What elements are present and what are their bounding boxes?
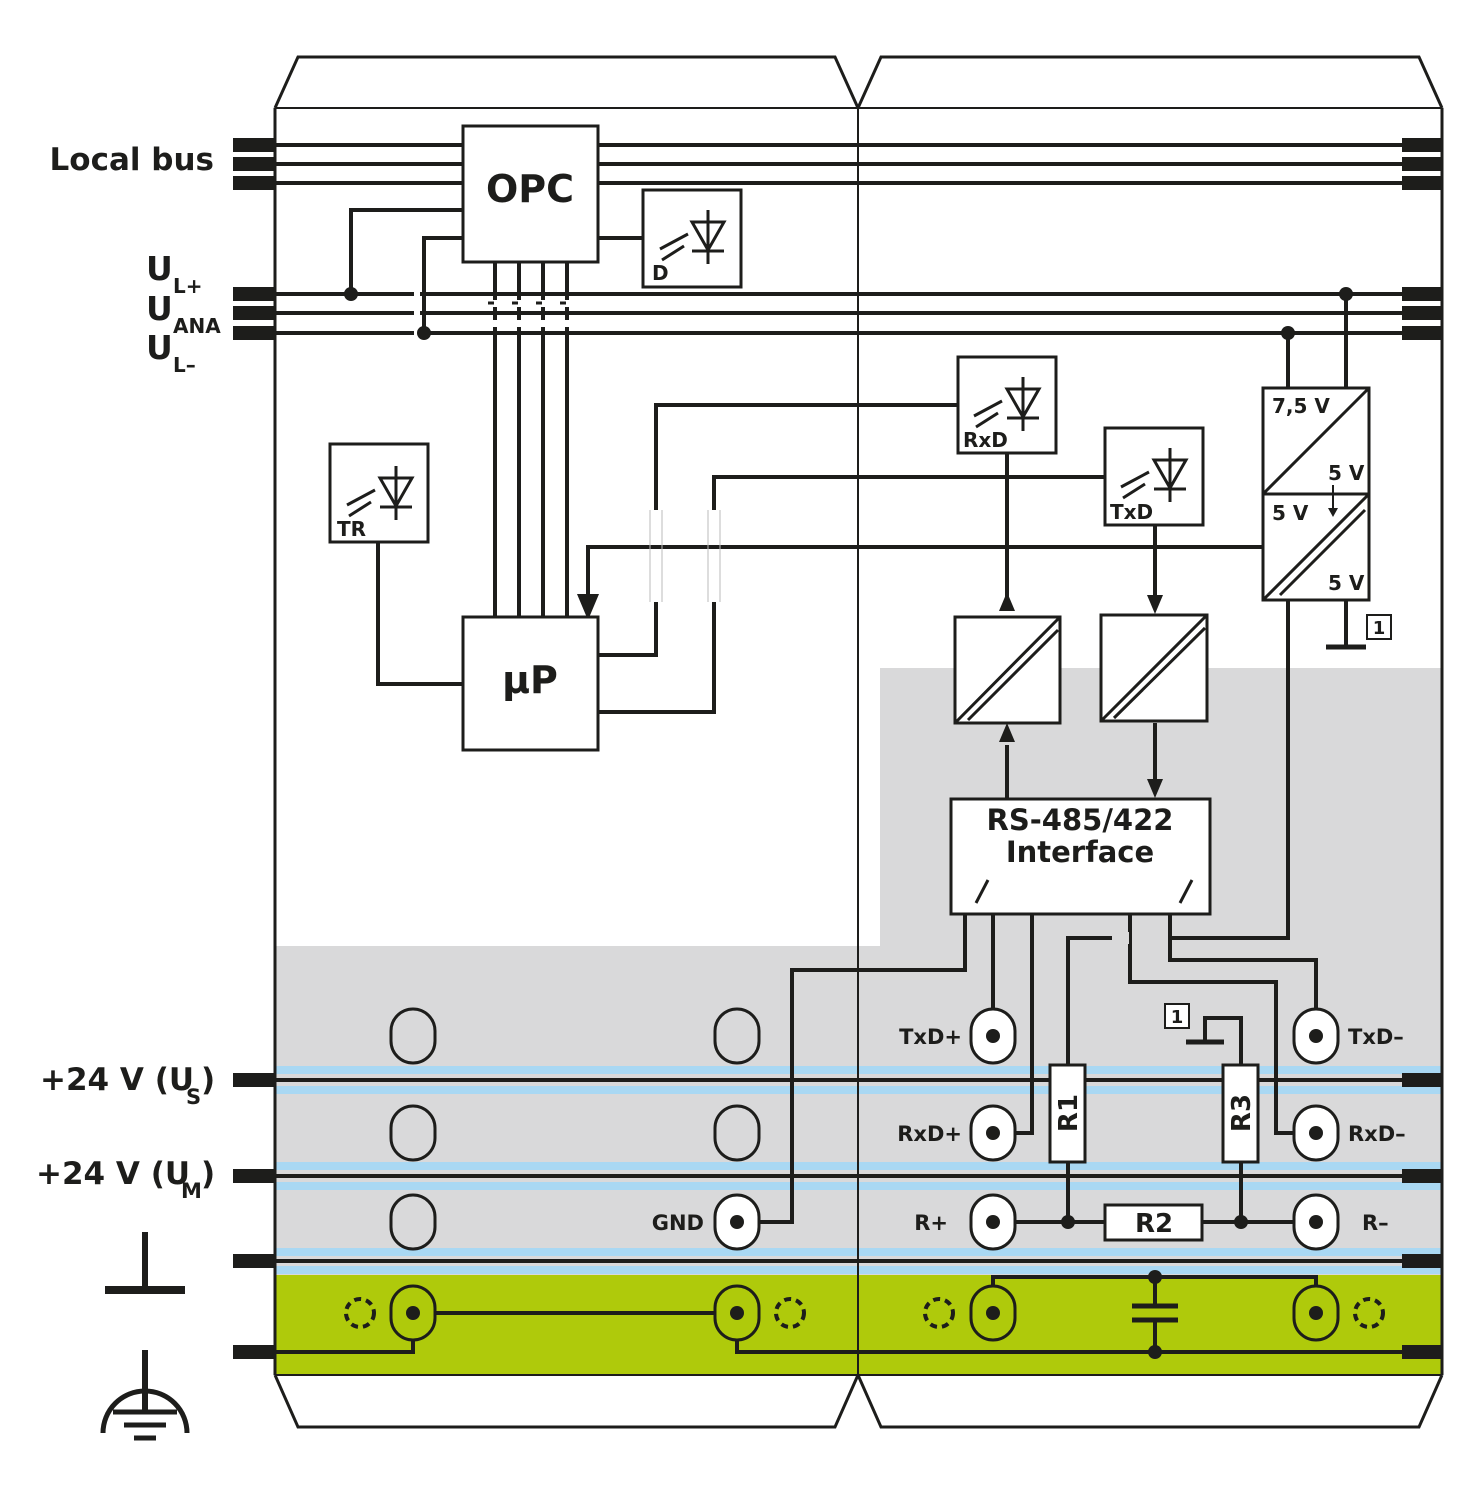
svg-text:+24 V (U: +24 V (U bbox=[36, 1156, 190, 1192]
opto-d: D bbox=[641, 188, 743, 289]
svg-text:L–: L– bbox=[173, 353, 196, 377]
svg-text:): ) bbox=[201, 1156, 215, 1192]
power-bus-lines bbox=[275, 292, 1442, 335]
opc-block bbox=[461, 124, 600, 264]
svg-text:L+: L+ bbox=[173, 274, 203, 298]
psu-out1-label: 5 V bbox=[1328, 461, 1365, 485]
psu-ground bbox=[1326, 600, 1366, 650]
arrows bbox=[999, 592, 1163, 798]
psu-out2-label: 5 V bbox=[1328, 571, 1365, 595]
right-contacts bbox=[1402, 138, 1442, 1359]
opto-txd-label: TxD bbox=[1110, 500, 1153, 524]
label-ul-plus: U L+ bbox=[146, 249, 203, 298]
rs485-wiring bbox=[1005, 294, 1348, 940]
opto-txd: TxD bbox=[1103, 426, 1205, 527]
label-r-plus: R+ bbox=[914, 1211, 948, 1235]
terminal-points bbox=[713, 1007, 1340, 1251]
opc-label: OPC bbox=[486, 167, 574, 211]
psu-in-label: 7,5 V bbox=[1272, 394, 1330, 418]
interface-crossing-gap bbox=[1112, 932, 1129, 944]
svg-text:1: 1 bbox=[1373, 618, 1386, 639]
note-mark-1: 1 bbox=[1366, 614, 1392, 640]
gap-guides bbox=[649, 510, 721, 602]
ground-icon bbox=[105, 1232, 185, 1294]
left-contacts bbox=[233, 138, 275, 1359]
up-label: µP bbox=[502, 658, 558, 702]
svg-text:R3: R3 bbox=[1227, 1094, 1257, 1132]
led-icon bbox=[1120, 448, 1189, 502]
svg-text:+24 V (U: +24 V (U bbox=[40, 1062, 194, 1098]
opc-wiring bbox=[349, 208, 643, 617]
label-ul-minus: U L– bbox=[146, 328, 196, 377]
protective-earth-icon bbox=[100, 1350, 190, 1441]
label-txd-plus: TxD+ bbox=[899, 1025, 962, 1049]
crossing-gaps bbox=[414, 284, 575, 344]
rs485-line2: Interface bbox=[1006, 835, 1154, 869]
psu-block: 7,5 V 5 V 5 V 5 V bbox=[1261, 386, 1371, 602]
svg-text:M: M bbox=[181, 1179, 202, 1203]
label-txd-minus: TxD– bbox=[1348, 1025, 1404, 1049]
isolator-left bbox=[953, 615, 1062, 725]
svg-text:1: 1 bbox=[1171, 1007, 1184, 1028]
label-us: +24 V (U S ) bbox=[40, 1062, 215, 1109]
rs485-line1: RS-485/422 bbox=[987, 803, 1174, 837]
terminal-slots bbox=[389, 1007, 761, 1251]
svg-text:R2: R2 bbox=[1135, 1209, 1173, 1239]
note-mark-2: 1 bbox=[1164, 1003, 1190, 1029]
rs485-interface-block: RS-485/422 Interface bbox=[949, 797, 1212, 916]
opto-d-label: D bbox=[652, 261, 669, 285]
label-uana: U ANA bbox=[146, 289, 221, 338]
label-rxd-plus: RxD+ bbox=[897, 1122, 962, 1146]
label-r-minus: R– bbox=[1362, 1211, 1389, 1235]
svg-text:): ) bbox=[201, 1062, 215, 1098]
isolator-right bbox=[1099, 613, 1209, 723]
terminal-wiring bbox=[737, 914, 1318, 1224]
label-rxd-minus: RxD– bbox=[1348, 1122, 1406, 1146]
opto-tr-label: TR bbox=[337, 517, 366, 541]
opto-tr: TR bbox=[328, 442, 430, 544]
resistor-r3: R3 bbox=[1221, 1063, 1260, 1164]
opto-rxd: RxD bbox=[956, 355, 1058, 455]
opto-rxd-label: RxD bbox=[963, 428, 1008, 452]
junction-dots bbox=[344, 287, 1353, 1359]
resistor-r1: R1 bbox=[1048, 1063, 1087, 1164]
led-icon bbox=[346, 466, 415, 520]
led-icon bbox=[659, 210, 727, 264]
svg-text:U: U bbox=[146, 328, 173, 367]
svg-text:S: S bbox=[186, 1085, 201, 1109]
line-gaps bbox=[650, 510, 720, 602]
label-local-bus: Local bus bbox=[50, 142, 214, 178]
svg-text:ANA: ANA bbox=[173, 314, 221, 338]
psu-in2-label: 5 V bbox=[1272, 501, 1309, 525]
led-icon bbox=[973, 377, 1042, 431]
svg-text:U: U bbox=[146, 249, 173, 288]
label-gnd: GND bbox=[652, 1211, 704, 1235]
label-um: +24 V (U M ) bbox=[36, 1156, 215, 1203]
svg-text:U: U bbox=[146, 289, 173, 328]
up-block bbox=[461, 615, 600, 752]
svg-text:R1: R1 bbox=[1054, 1094, 1084, 1132]
resistor-r2: R2 bbox=[1103, 1203, 1204, 1242]
fe-terminals bbox=[344, 1284, 1385, 1342]
